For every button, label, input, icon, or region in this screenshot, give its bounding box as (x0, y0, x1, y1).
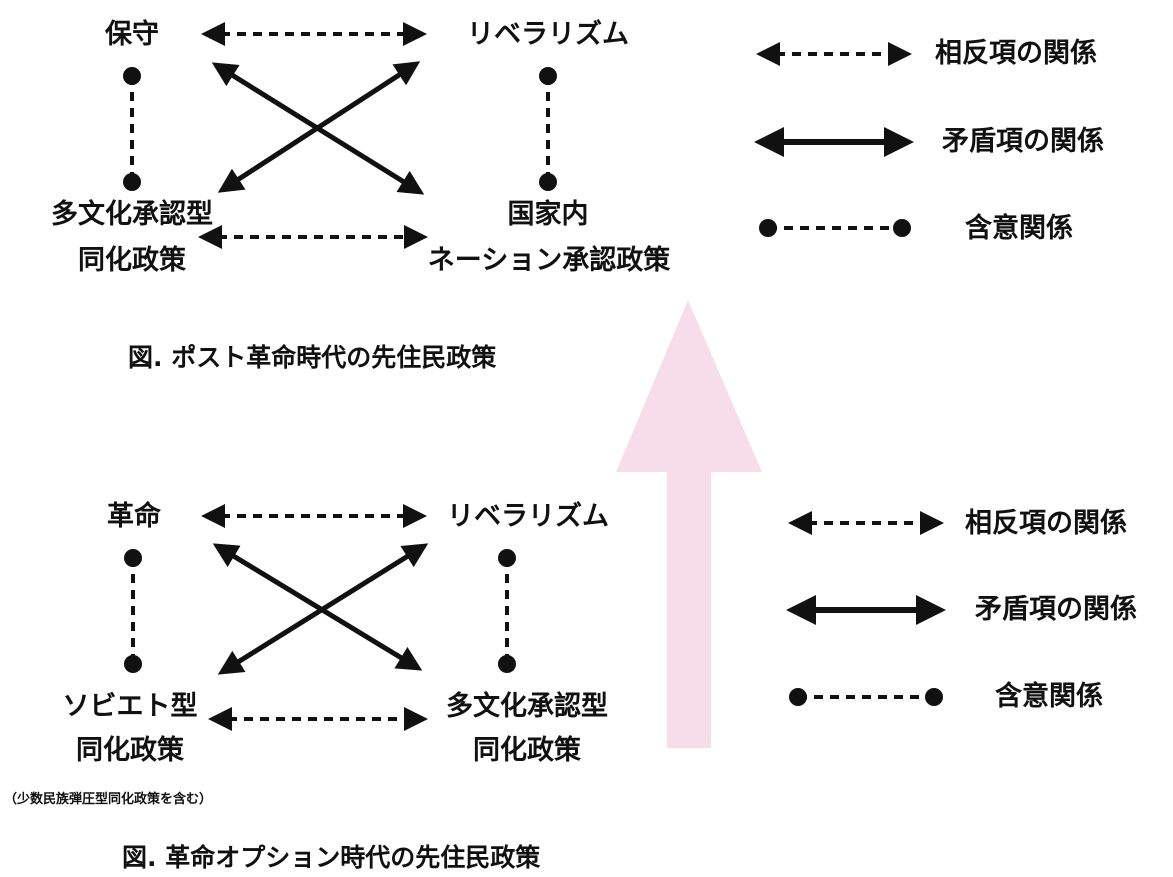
lower-contradictory-arrow-2 (217, 543, 429, 675)
transition-arrow (616, 300, 762, 748)
lower-implication-right-dot-top (498, 549, 516, 567)
upper-implication-left-dot-bottom (123, 173, 141, 191)
upper-implication-right-dot-bottom (539, 173, 557, 191)
upper-term-liberalism: リベラリズム (467, 19, 629, 50)
upper-caption: 図. ポスト革命時代の先住民政策 (128, 343, 497, 372)
upper-implication-right-dot-top (539, 67, 557, 85)
lower-term-multicultural-assimilation-line1: 多文化承認型 (446, 691, 608, 722)
lower-legend-implication-dot-right (925, 688, 943, 706)
upper-legend-implication-label: 含意関係 (965, 213, 1073, 244)
lower-term-multicultural-assimilation-line2: 同化政策 (473, 735, 581, 766)
lower-term-liberalism: リベラリズム (447, 501, 609, 532)
upper-term-multicultural-assimilation-line1: 多文化承認型 (51, 199, 213, 230)
lower-relations (124, 504, 516, 731)
lower-caption: 図. 革命オプション時代の先住民政策 (122, 843, 541, 872)
upper-legend-symbols (754, 42, 914, 237)
lower-note: （少数民族弾圧型同化政策を含む） (4, 792, 213, 807)
lower-implication-left-dot-bottom (124, 655, 142, 673)
upper-contradictory-arrow-2 (217, 61, 421, 193)
lower-term-soviet-assimilation-line1: ソビエト型 (62, 691, 198, 722)
upper-term-multicultural-assimilation-line2: 同化政策 (78, 245, 186, 276)
lower-implication-left-dot-top (124, 549, 142, 567)
upper-term-conservatism: 保守 (105, 19, 159, 50)
upper-term-domestic-nation-line2: ネーション承認政策 (427, 245, 671, 276)
lower-contradictory-arrow-1 (212, 543, 423, 671)
lower-legend-contradictory-label: 矛盾項の関係 (975, 594, 1137, 625)
upper-legend-implication-dot-left (759, 219, 777, 237)
upper-legend-implication-dot-right (893, 219, 911, 237)
lower-term-soviet-assimilation-line2: 同化政策 (76, 735, 184, 766)
lower-term-revolution: 革命 (107, 501, 161, 532)
upper-legend-contrary-label: 相反項の関係 (935, 38, 1097, 69)
upper-implication-left-dot-top (123, 67, 141, 85)
upper-term-domestic-nation-line1: 国家内 (507, 199, 589, 230)
lower-implication-right-dot-bottom (498, 655, 516, 673)
lower-legend-symbols (786, 511, 946, 706)
upper-legend-contradictory-label: 矛盾項の関係 (942, 126, 1104, 157)
lower-legend-implication-label: 含意関係 (995, 681, 1103, 712)
lower-legend-implication-dot-left (789, 688, 807, 706)
lower-legend-contrary-label: 相反項の関係 (965, 508, 1127, 539)
upper-relations (123, 22, 557, 249)
